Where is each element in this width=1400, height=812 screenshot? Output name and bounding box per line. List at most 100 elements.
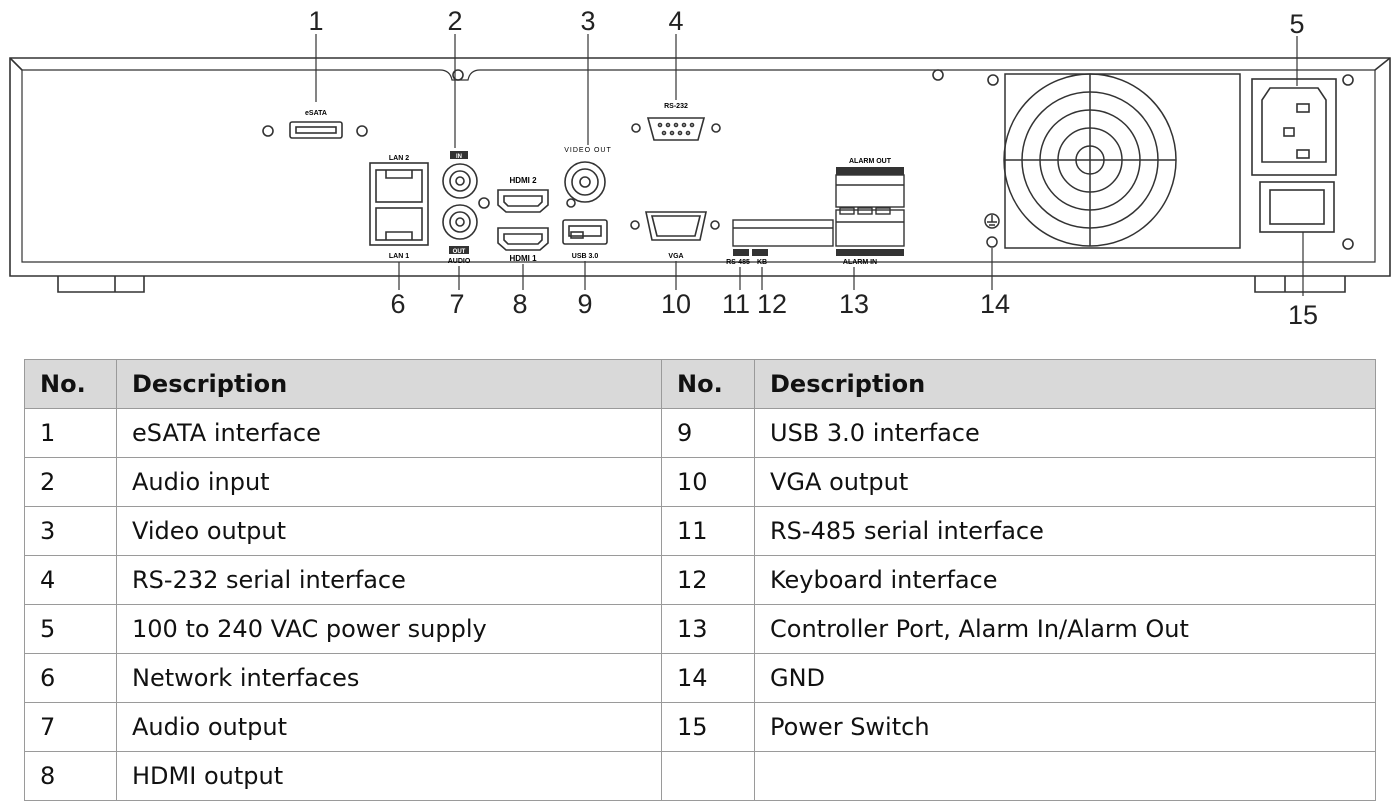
callout-6: 6 — [390, 289, 405, 319]
table-cell: 6 — [24, 653, 117, 703]
vga-port — [630, 211, 720, 241]
callout-numbers: 1 2 3 4 5 6 7 8 9 10 11 12 13 14 15 — [308, 6, 1318, 330]
audio-label: AUDIO — [448, 258, 471, 265]
callout-15: 15 — [1288, 300, 1318, 330]
callout-leaders — [315, 34, 1304, 296]
callout-10: 10 — [661, 289, 691, 319]
video-out-label: VIDEO OUT — [564, 147, 612, 154]
table-header-row: No. Description No. Description — [24, 359, 1376, 409]
callout-9: 9 — [577, 289, 592, 319]
terminal-blocks — [732, 174, 905, 247]
callout-2: 2 — [447, 6, 462, 36]
table-cell: 1 — [24, 408, 117, 458]
table-row: 8 HDMI output — [24, 751, 1376, 801]
usb-port — [562, 219, 608, 245]
table-row: 5 100 to 240 VAC power supply 13 Control… — [24, 604, 1376, 654]
callout-8: 8 — [512, 289, 527, 319]
interface-description-table: No. Description No. Description 1 eSATA … — [24, 359, 1376, 801]
header-no-right: No. — [661, 359, 755, 409]
table-cell: 11 — [661, 506, 755, 556]
table-cell: 13 — [661, 604, 755, 654]
lan-ports — [369, 162, 429, 246]
table-cell: 14 — [661, 653, 755, 703]
callout-5: 5 — [1289, 9, 1304, 39]
gnd-terminal — [984, 213, 1000, 248]
table-cell: Controller Port, Alarm In/Alarm Out — [754, 604, 1376, 654]
header-description-right: Description — [754, 359, 1376, 409]
table-cell: Video output — [116, 506, 662, 556]
table-cell: GND — [754, 653, 1376, 703]
table-row: 7 Audio output 15 Power Switch — [24, 702, 1376, 752]
table-cell: 4 — [24, 555, 117, 605]
fan-grille — [1003, 73, 1241, 249]
rs485-badge — [733, 249, 749, 256]
table-row: 3 Video output 11 RS-485 serial interfac… — [24, 506, 1376, 556]
table-cell: 9 — [661, 408, 755, 458]
kb-label: KB — [757, 259, 767, 266]
callout-3: 3 — [580, 6, 595, 36]
video-out-bnc — [564, 161, 606, 208]
callout-1: 1 — [308, 6, 323, 36]
table-row: 1 eSATA interface 9 USB 3.0 interface — [24, 408, 1376, 458]
header-description-left: Description — [116, 359, 662, 409]
table-cell: Audio input — [116, 457, 662, 507]
table-cell: 12 — [661, 555, 755, 605]
table-cell: 15 — [661, 702, 755, 752]
callout-12: 12 — [757, 289, 787, 319]
callout-13: 13 — [839, 289, 869, 319]
audio-out-badge — [449, 246, 469, 254]
rs232-port — [631, 117, 721, 141]
rear-panel-diagram: eSATA LAN 2 LAN 1 IN OUT AUDIO HDMI 2 HD… — [9, 6, 1391, 330]
table-cell — [754, 751, 1376, 801]
audio-in-badge — [450, 151, 468, 159]
hdmi1-label: HDMI 1 — [509, 254, 537, 263]
power-inlet — [1251, 78, 1337, 176]
table-row: 2 Audio input 10 VGA output — [24, 457, 1376, 507]
hdmi-ports — [497, 189, 549, 251]
lan2-label: LAN 2 — [389, 155, 409, 162]
rs232-label: RS-232 — [664, 103, 688, 110]
alarm-in-number-strip — [836, 249, 904, 256]
audio-jacks — [442, 163, 490, 240]
table-cell: eSATA interface — [116, 408, 662, 458]
table-cell: 2 — [24, 457, 117, 507]
alarm-out-number-strip — [836, 167, 904, 175]
table-cell: RS-232 serial interface — [116, 555, 662, 605]
esata-label: eSATA — [305, 110, 327, 117]
table-row: 4 RS-232 serial interface 12 Keyboard in… — [24, 555, 1376, 605]
callout-7: 7 — [449, 289, 464, 319]
table-cell: 7 — [24, 702, 117, 752]
table-cell: 100 to 240 VAC power supply — [116, 604, 662, 654]
table-cell: 8 — [24, 751, 117, 801]
esata-port — [262, 121, 368, 139]
alarm-in-label: ALARM IN — [843, 259, 877, 266]
vga-label: VGA — [668, 253, 683, 260]
callout-14: 14 — [980, 289, 1010, 319]
table-cell: Power Switch — [754, 702, 1376, 752]
table-cell: 5 — [24, 604, 117, 654]
audio-in-label: IN — [456, 154, 462, 160]
lan1-label: LAN 1 — [389, 253, 409, 260]
table-cell: HDMI output — [116, 751, 662, 801]
power-switch — [1259, 181, 1335, 233]
table-cell — [661, 751, 755, 801]
audio-out-label: OUT — [453, 249, 466, 255]
table-row: 6 Network interfaces 14 GND — [24, 653, 1376, 703]
table-cell: VGA output — [754, 457, 1376, 507]
device-chassis — [9, 57, 1391, 293]
kb-badge — [752, 249, 768, 256]
table-cell: Keyboard interface — [754, 555, 1376, 605]
callout-11: 11 — [722, 289, 750, 319]
rs485-label: RS-485 — [726, 259, 750, 266]
table-cell: Network interfaces — [116, 653, 662, 703]
table-cell: RS-485 serial interface — [754, 506, 1376, 556]
table-cell: USB 3.0 interface — [754, 408, 1376, 458]
table-cell: Audio output — [116, 702, 662, 752]
table-cell: 3 — [24, 506, 117, 556]
hdmi2-label: HDMI 2 — [509, 176, 537, 185]
table-cell: 10 — [661, 457, 755, 507]
callout-4: 4 — [668, 6, 683, 36]
alarm-out-label: ALARM OUT — [849, 158, 892, 165]
usb-label: USB 3.0 — [572, 253, 599, 260]
header-no-left: No. — [24, 359, 117, 409]
